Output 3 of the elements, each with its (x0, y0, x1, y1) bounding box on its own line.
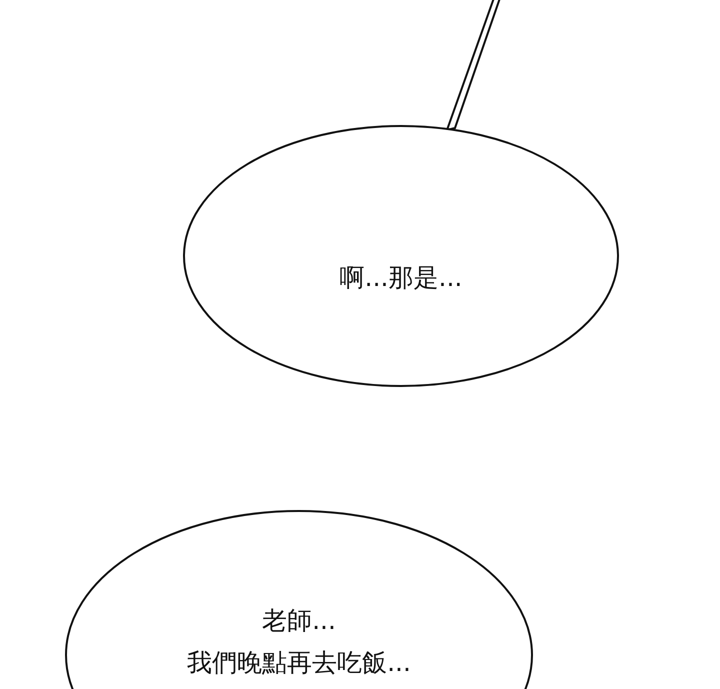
speech-text: 我們晚點再去吃飯... (187, 647, 411, 678)
speech-text: 老師... (262, 605, 336, 636)
speech-text: 啊...那是... (340, 262, 462, 294)
